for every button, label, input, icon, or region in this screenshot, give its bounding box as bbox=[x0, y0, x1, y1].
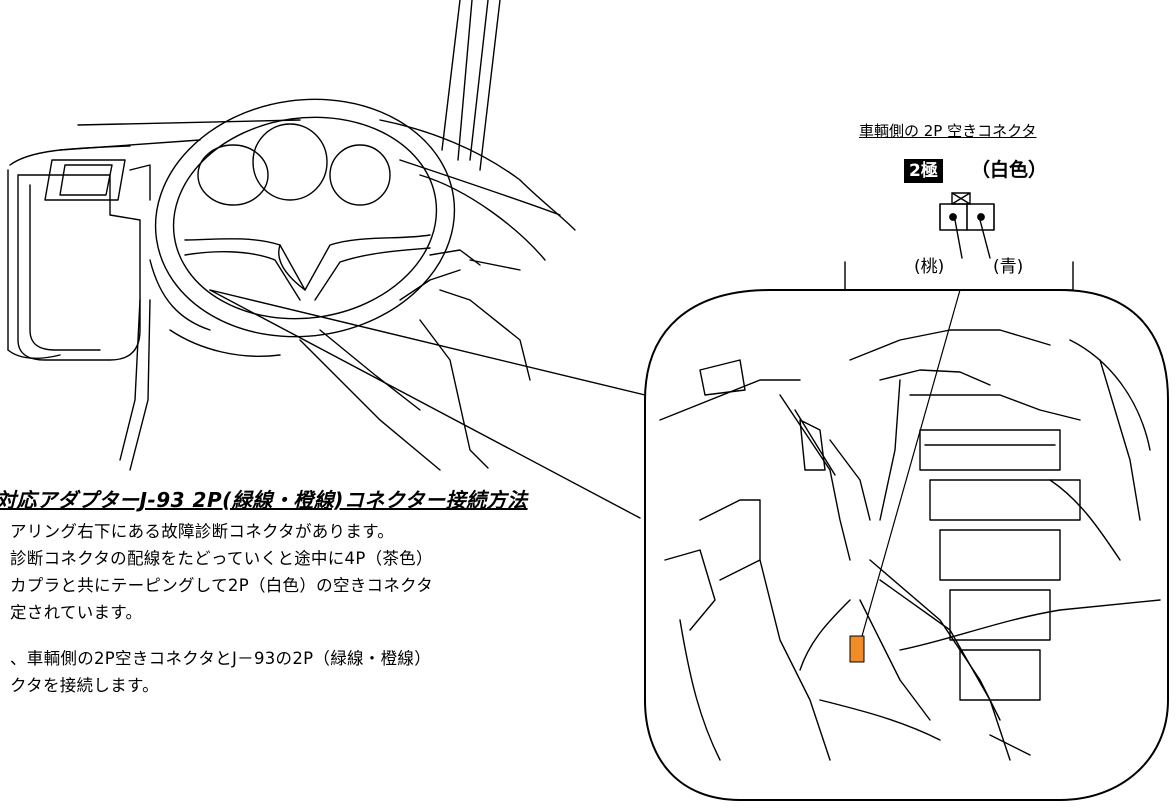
connector-title: 車輌側の 2P 空きコネクタ bbox=[859, 122, 1037, 140]
instruction-line: 、車輌側の2P空きコネクタとJ－93の2P（緑線・橙線） bbox=[10, 649, 431, 668]
highlighted-connector bbox=[849, 635, 865, 663]
instruction-line: カプラと共にテーピングして2P（白色）の空きコネクタ bbox=[10, 576, 434, 595]
steering-column bbox=[119, 249, 531, 471]
zoom-leader-lines bbox=[209, 289, 646, 519]
instruction-line: 定されています。 bbox=[10, 603, 143, 622]
dashboard-outline bbox=[7, 119, 576, 359]
connector-symbol bbox=[844, 192, 1074, 291]
pin-count-badge: 2極 bbox=[904, 159, 943, 183]
zoom-detail bbox=[644, 289, 1169, 801]
steering-wheel bbox=[154, 98, 456, 338]
instructions-heading: 対応アダプターJ-93 2P(緑線・橙線)コネクター接続方法 bbox=[0, 488, 528, 512]
pin-left-color-label: (桃) bbox=[914, 257, 945, 277]
connector-color-label: （白色） bbox=[971, 159, 1048, 181]
instruction-line: 診断コネクタの配線をたどっていくと途中に4P（茶色） bbox=[10, 549, 433, 568]
instruction-line: クタを接続します。 bbox=[10, 676, 159, 695]
a-pillar bbox=[441, 0, 501, 171]
pin-right-color-label: (青) bbox=[993, 257, 1024, 277]
instruction-line: アリング右下にある故障診断コネクタがあります。 bbox=[10, 522, 395, 541]
left-vent bbox=[17, 159, 151, 361]
